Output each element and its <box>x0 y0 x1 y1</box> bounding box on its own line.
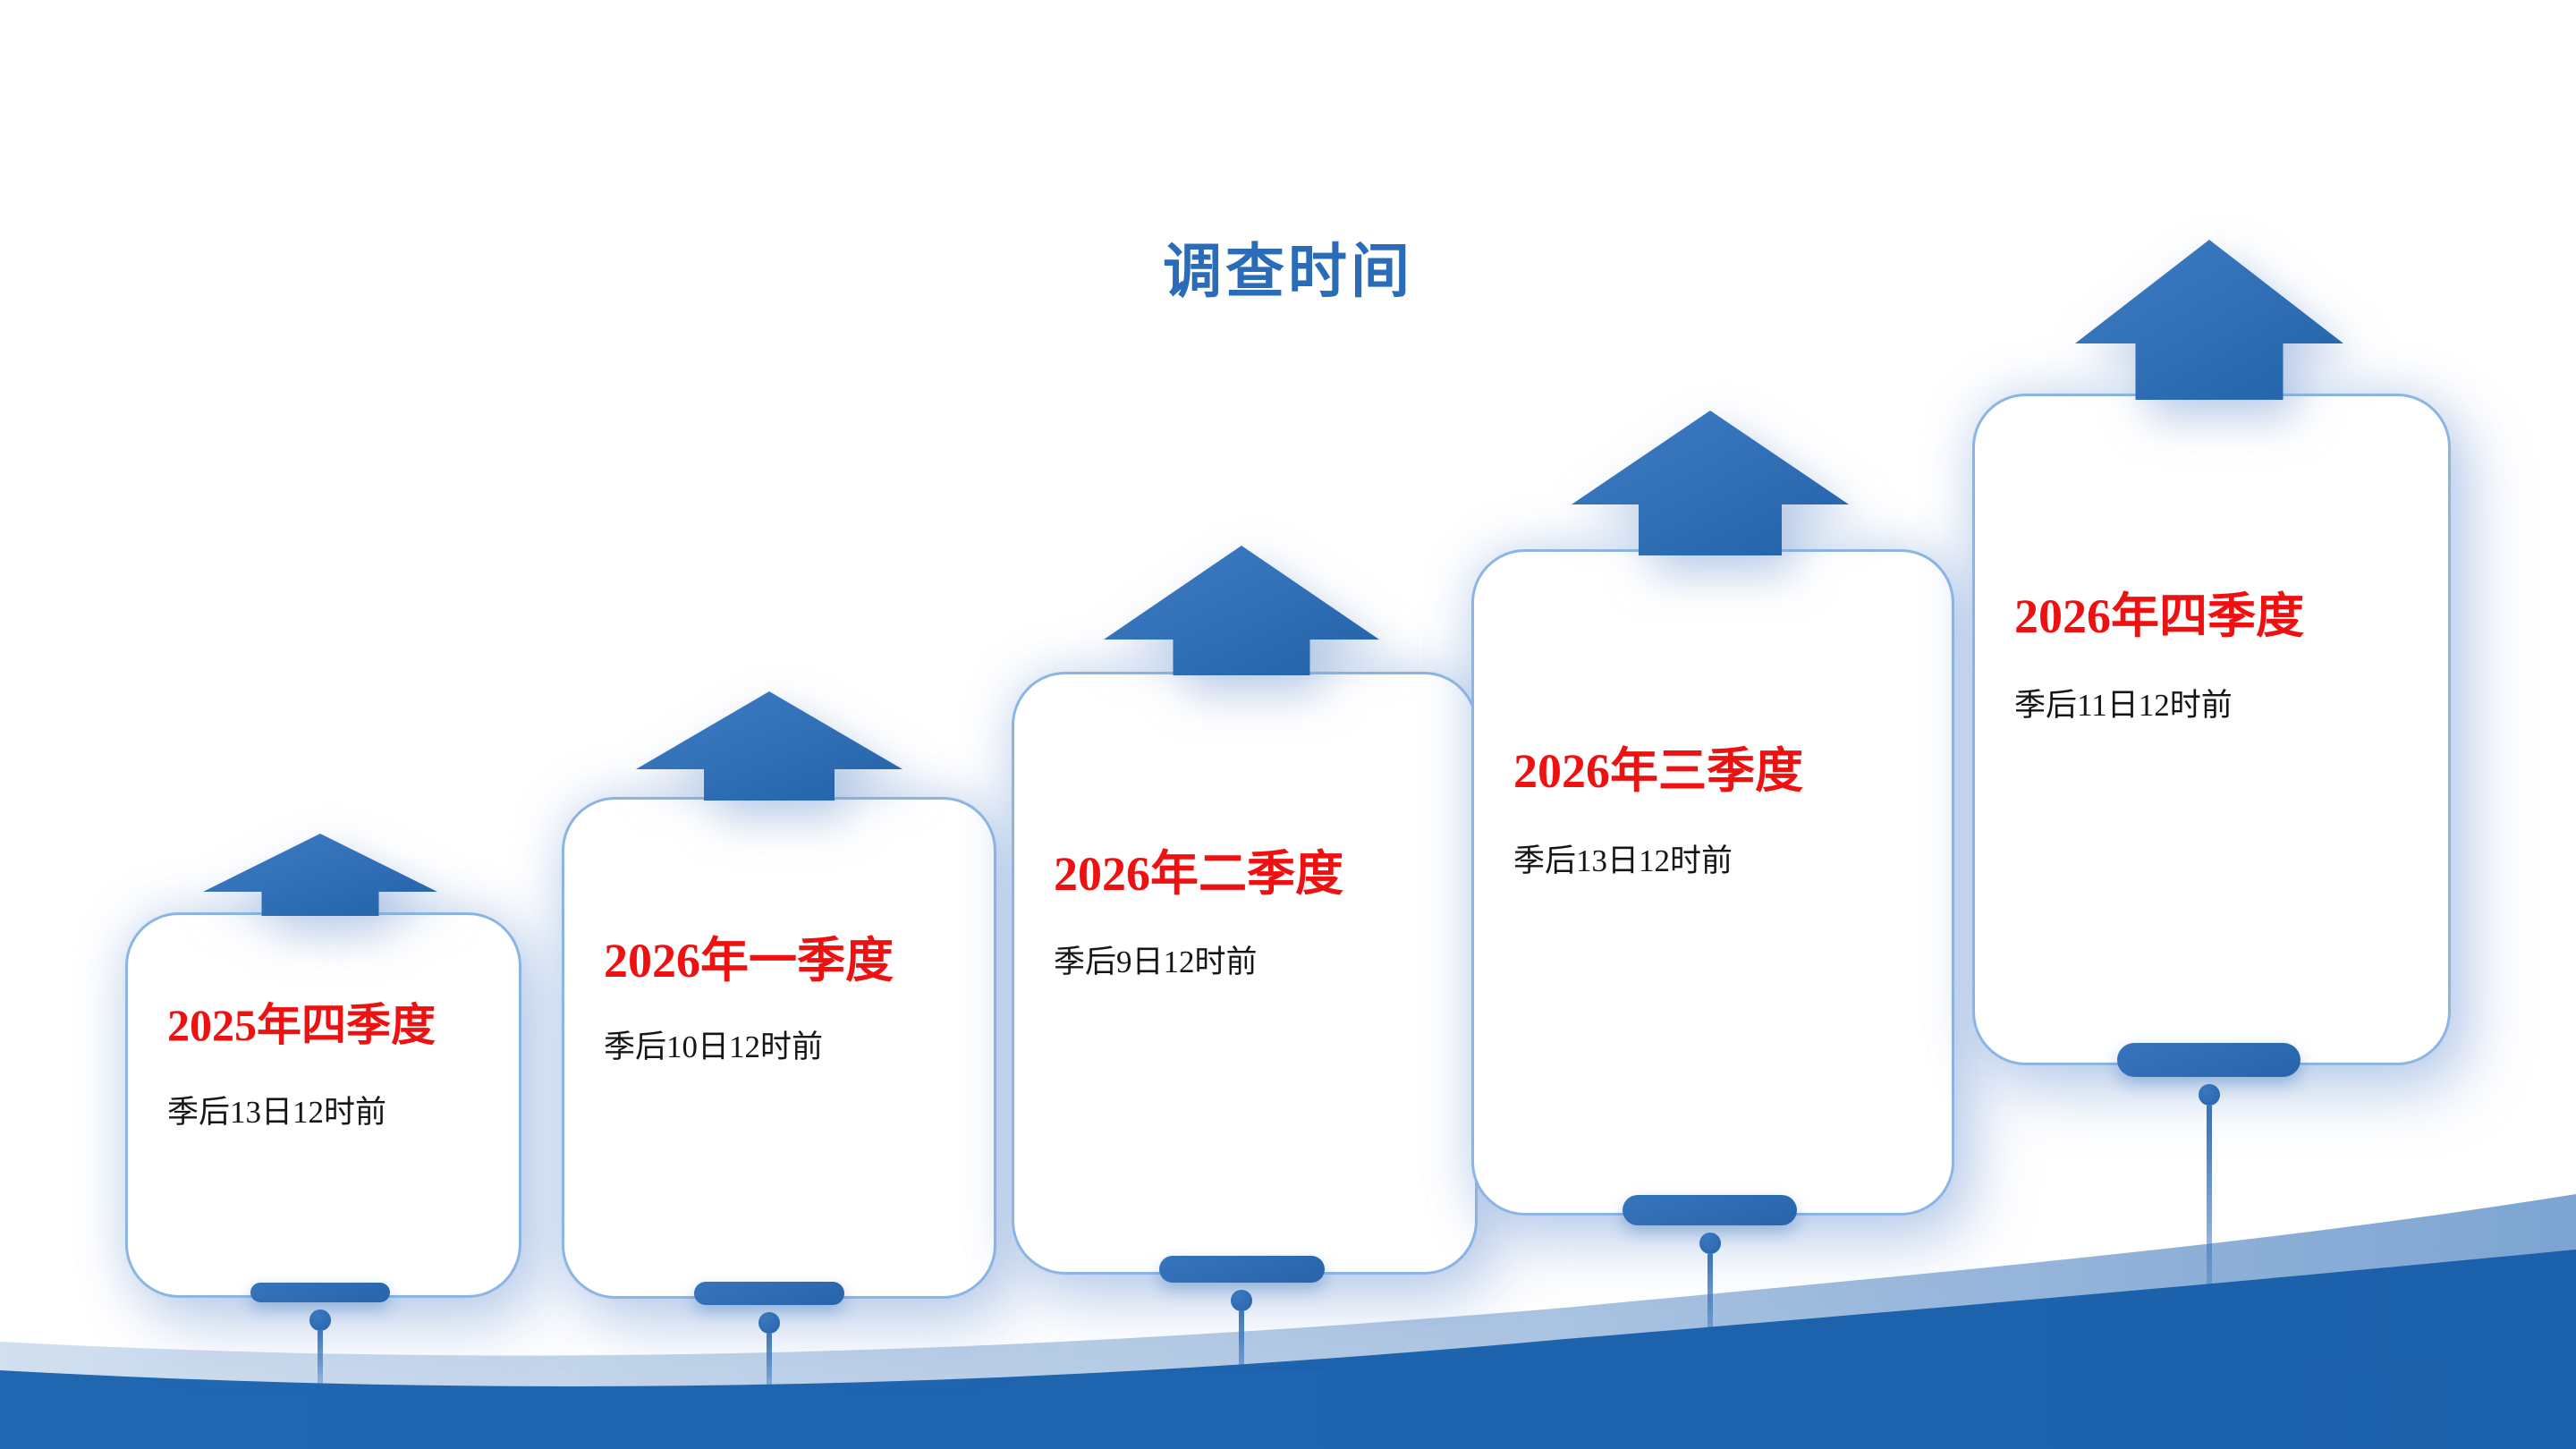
quarter-card: 2026年四季度 季后11日12时前 <box>1972 394 2451 1065</box>
quarter-card: 2026年二季度 季后9日12时前 <box>1012 672 1478 1275</box>
quarter-card: 2026年三季度 季后13日12时前 <box>1471 549 1954 1216</box>
connector-pill <box>694 1282 844 1305</box>
connector-line <box>1239 1311 1244 1383</box>
quarter-title: 2026年四季度 <box>2014 589 2304 643</box>
quarter-title: 2026年三季度 <box>1513 744 1803 798</box>
connector-line <box>2207 1106 2212 1299</box>
quarter-title: 2026年二季度 <box>1054 847 1343 901</box>
up-arrow-icon <box>203 834 437 916</box>
deadline-text: 季后9日12时前 <box>1054 945 1258 979</box>
connector-line <box>318 1331 323 1386</box>
deadline-text: 季后10日12时前 <box>604 1030 824 1064</box>
connector-dot <box>1231 1290 1252 1311</box>
up-arrow-icon <box>1572 411 1849 555</box>
deadline-text: 季后13日12时前 <box>167 1095 387 1130</box>
connector-dot <box>1699 1233 1721 1254</box>
page-title: 调查时间 <box>1163 238 1413 305</box>
connector-pill <box>250 1283 390 1302</box>
up-arrow-icon <box>1104 546 1379 675</box>
quarter-title: 2026年一季度 <box>604 934 894 987</box>
quarter-title: 2025年四季度 <box>167 1000 436 1050</box>
connector-dot <box>2199 1084 2220 1106</box>
connector-pill <box>2117 1043 2301 1077</box>
connector-line <box>767 1334 772 1393</box>
up-arrow-icon <box>636 691 902 801</box>
connector-dot <box>309 1309 331 1331</box>
quarter-card: 2026年一季度 季后10日12时前 <box>562 797 996 1299</box>
deadline-text: 季后11日12时前 <box>2014 688 2233 723</box>
deadline-text: 季后13日12时前 <box>1513 843 1733 878</box>
quarter-card: 2025年四季度 季后13日12时前 <box>125 912 521 1298</box>
up-arrow-icon <box>2075 240 2343 400</box>
connector-dot <box>758 1312 780 1334</box>
connector-pill <box>1623 1195 1797 1225</box>
connector-line <box>1707 1254 1713 1343</box>
connector-pill <box>1159 1256 1325 1283</box>
